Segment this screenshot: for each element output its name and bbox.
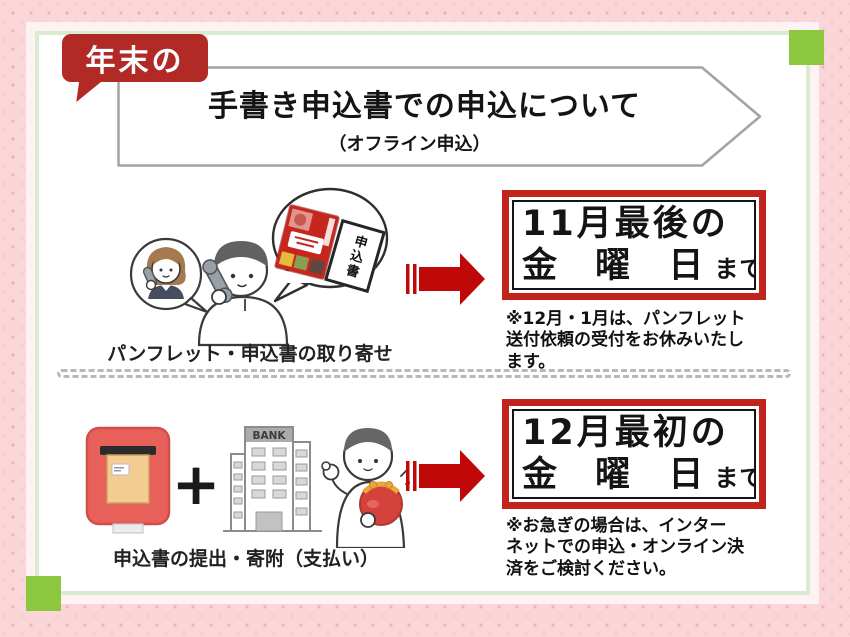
row2-caption: 申込書の提出・寄附（支払い） [112,548,379,570]
deadline-suffix: まで [714,464,754,492]
note-line: ます。 [506,351,556,372]
operator-icon [142,247,186,299]
bank-icon: BANK [223,426,322,532]
note-line: ※12月・1月は、パンフレット [506,309,746,329]
dashed-divider [57,369,791,378]
red-arrow-icon [406,253,485,305]
submit-and-pay-illustration: + BANK [85,426,410,548]
note-line: 済をご検討ください。 [506,558,676,579]
phone-operator-bubble [129,237,209,314]
bank-sign-label: BANK [252,430,286,442]
pamphlet-photo [293,254,310,271]
title-banner-arrow-shape [117,66,762,167]
deadline-line2: 金 曜 日まで [522,454,754,496]
deadline-inner-frame: 11月最後の 金 曜 日まで [512,200,756,290]
caller-icon [197,241,289,347]
deadline-box-november: 11月最後の 金 曜 日まで [502,190,766,300]
green-corner-square-bottom-left [26,576,61,611]
pamphlet-title-label [287,230,325,255]
deadline-line1: 11月最後の [522,204,729,244]
pamphlet-photo [278,251,295,267]
row1-caption: パンフレット・申込書の取り寄せ [107,343,393,365]
year-end-badge-label: 年末の [85,44,185,79]
row1-note: ※12月・1月は、パンフレット 送付依頼の受付をお休みいたし ます。 [506,309,796,373]
note-line: ネットでの申込・オンライン決 [506,537,744,558]
row2-note: ※お急ぎの場合は、インター ネットでの申込・オンライン決 済をご検討ください。 [506,516,796,580]
year-end-badge: 年末の [62,34,208,82]
postbox-icon [85,426,171,534]
deadline-box-december: 12月最初の 金 曜 日まで [502,399,766,509]
page-subtitle: （オフライン申込） [328,134,491,155]
deadline-weekday: 金 曜 日 [522,455,713,495]
deadline-suffix: まで [714,255,754,283]
person-with-purse-icon [321,428,410,548]
page-title: 手書き申込書での申込について [207,89,642,124]
title-banner: 手書き申込書での申込について （オフライン申込） [117,66,762,167]
deadline-inner-frame: 12月最初の 金 曜 日まで [512,409,756,499]
deadline-weekday: 金 曜 日 [522,246,713,286]
plus-icon: + [172,450,221,518]
deadline-line1: 12月最初の [522,413,729,453]
pamphlet-photo [308,258,325,275]
green-corner-square-top-right [789,30,824,65]
pamphlet-photo [288,208,314,232]
note-line: 送付依頼の受付をお休みいたし [506,330,744,351]
red-arrow-icon [406,450,485,502]
application-form-label: 申込書 [341,232,369,280]
note-line: ※お急ぎの場合は、インター [506,516,727,536]
deadline-line2: 金 曜 日まで [522,245,754,287]
